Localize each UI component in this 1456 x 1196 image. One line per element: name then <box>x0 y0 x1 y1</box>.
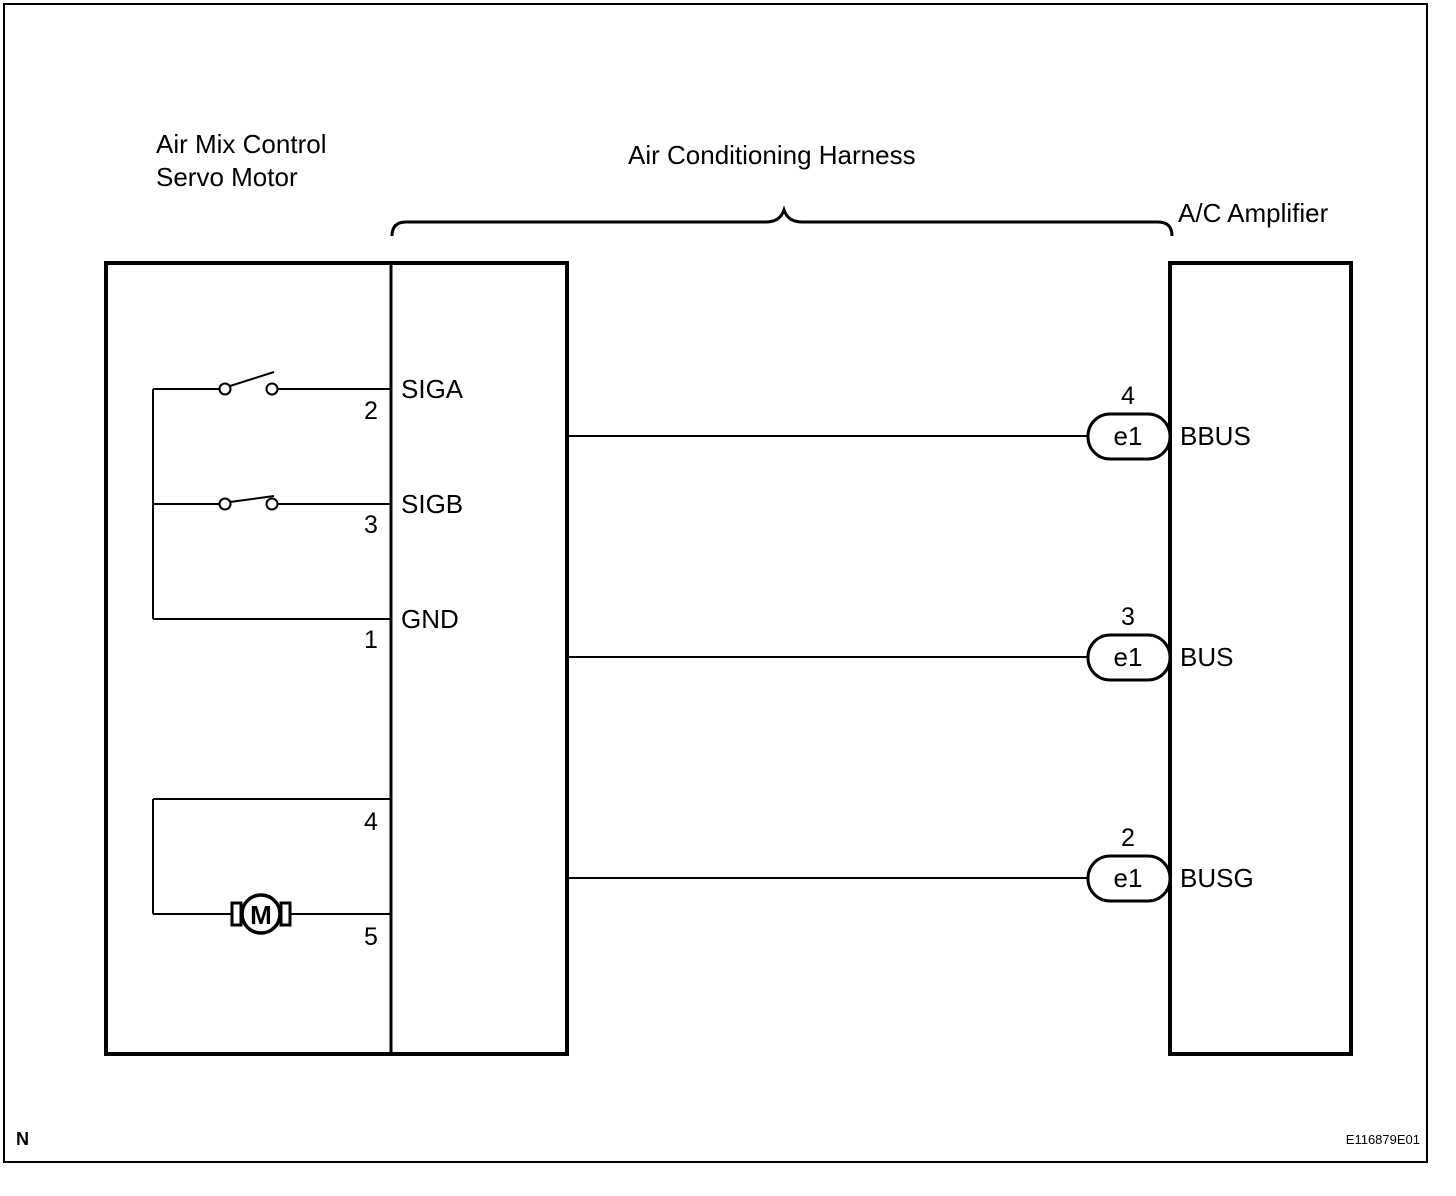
connector-e1-bus <box>1086 633 1172 682</box>
terminal-bbus-label: BBUS <box>1180 421 1251 451</box>
diagram-frame <box>3 3 1428 1163</box>
terminal-siga-pin: 2 <box>364 397 378 425</box>
connector-e1-bus-pin: 3 <box>1121 603 1135 631</box>
motor-pin-4: 4 <box>364 808 378 836</box>
figure-code: E116879E01 <box>1346 1132 1420 1147</box>
terminal-gnd-label: GND <box>401 604 459 634</box>
motor-symbol: M <box>250 900 272 930</box>
harness-label: Air Conditioning Harness <box>628 140 916 170</box>
connector-e1-bbus-id: e1 <box>1114 421 1143 451</box>
terminal-sigb-pin: 3 <box>364 511 378 539</box>
servo-motor-box <box>104 261 569 1056</box>
connector-e1-bbus-pin: 4 <box>1121 382 1135 410</box>
harness-brace <box>390 205 1174 237</box>
terminal-sigb-label: SIGB <box>401 489 463 519</box>
terminal-gnd-pin: 1 <box>364 626 378 654</box>
terminal-busg-label: BUSG <box>1180 863 1254 893</box>
connector-e1-busg-id: e1 <box>1114 863 1143 893</box>
connector-e1-bus-id: e1 <box>1114 642 1143 672</box>
connector-e1-bbus <box>1086 412 1172 461</box>
motor-pin-5: 5 <box>364 923 378 951</box>
terminal-bus-label: BUS <box>1180 642 1233 672</box>
harness-wires <box>567 435 1088 879</box>
motor-icon <box>230 893 292 935</box>
terminal-siga-label: SIGA <box>401 374 464 404</box>
servo-motor-label-line1: Air Mix Control <box>156 129 326 159</box>
motor-circuit <box>152 798 391 915</box>
position-sensor-circuit <box>152 371 391 620</box>
corner-mark: N <box>16 1129 29 1149</box>
amplifier-label: A/C Amplifier <box>1178 198 1329 228</box>
connector-e1-busg <box>1086 854 1172 903</box>
connector-e1-busg-pin: 2 <box>1121 824 1135 852</box>
servo-motor-label-line2: Servo Motor <box>156 162 298 192</box>
